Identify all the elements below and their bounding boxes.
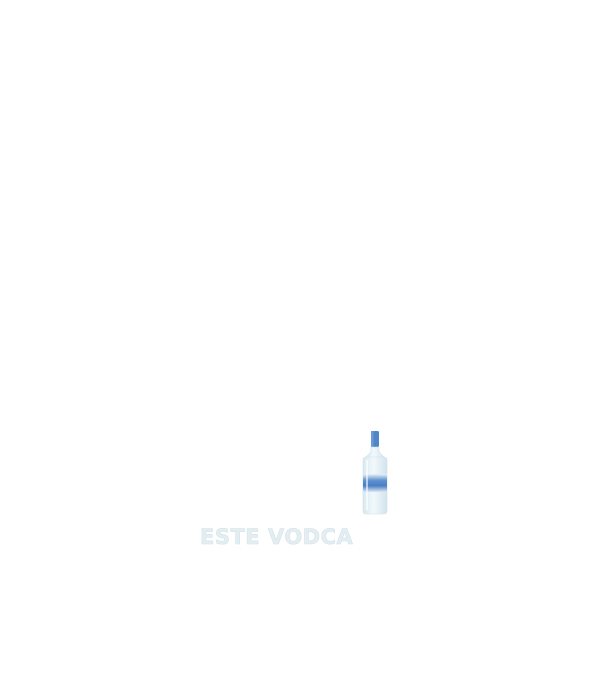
bottle-label xyxy=(363,474,387,492)
vodka-bottle-icon xyxy=(361,430,389,516)
caption-text: ESTE VODCA xyxy=(200,525,354,550)
bottle-neck xyxy=(364,446,386,459)
bottle-graphic xyxy=(362,431,388,515)
